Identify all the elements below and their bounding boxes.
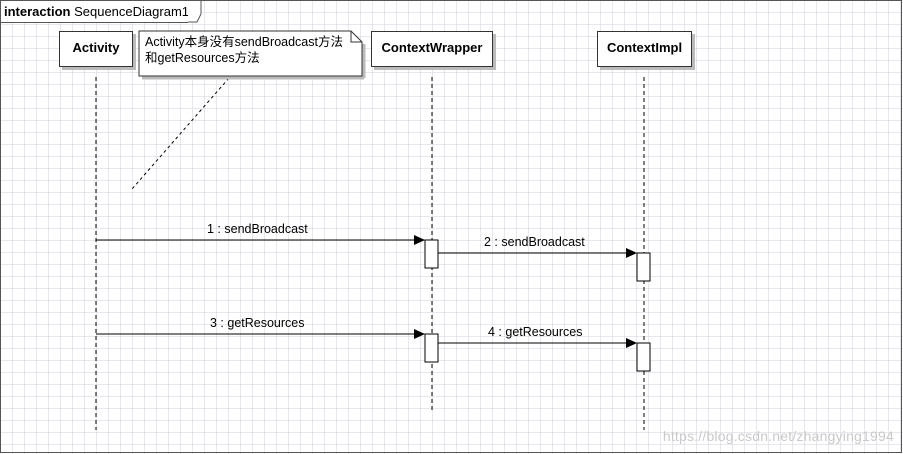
activation-contextimpl-2: [636, 342, 651, 372]
message-label-3[interactable]: 3 : getResources: [210, 316, 305, 330]
note-anchor-line: [131, 77, 230, 190]
frame-tab-corner: [188, 1, 202, 23]
watermark: https://blog.csdn.net/zhangying1994: [662, 428, 894, 444]
note-line-1: Activity本身没有sendBroadcast方法: [145, 35, 343, 49]
activation-contextwrapper-2: [424, 333, 439, 363]
frame-title: interaction SequenceDiagram1: [1, 1, 197, 23]
frame-name: SequenceDiagram1: [74, 4, 189, 19]
lifeline-activity[interactable]: Activity: [59, 31, 133, 67]
message-label-1[interactable]: 1 : sendBroadcast: [207, 222, 308, 236]
message-arrow-3: [96, 329, 425, 339]
lifeline-contextwrapper[interactable]: ContextWrapper: [371, 31, 493, 67]
frame-keyword: interaction: [4, 4, 71, 19]
note-fold: [350, 31, 362, 43]
message-arrow-2: [438, 248, 637, 258]
lifeline-activity-label: Activity: [72, 40, 120, 55]
message-label-2[interactable]: 2 : sendBroadcast: [484, 235, 585, 249]
message-arrow-4: [438, 338, 637, 348]
message-arrow-1: [96, 235, 425, 245]
note-shape: [138, 30, 363, 77]
lifeline-contextimpl[interactable]: ContextImpl: [597, 31, 692, 67]
note-line-2: 和getResources方法: [145, 51, 260, 65]
activation-contextimpl-1: [636, 252, 651, 282]
note[interactable]: Activity本身没有sendBroadcast方法 和getResource…: [139, 31, 363, 76]
message-label-4[interactable]: 4 : getResources: [488, 325, 583, 339]
activation-contextwrapper-1: [424, 239, 439, 269]
lifeline-contextwrapper-label: ContextWrapper: [381, 40, 483, 55]
lifeline-contextimpl-label: ContextImpl: [606, 40, 683, 55]
